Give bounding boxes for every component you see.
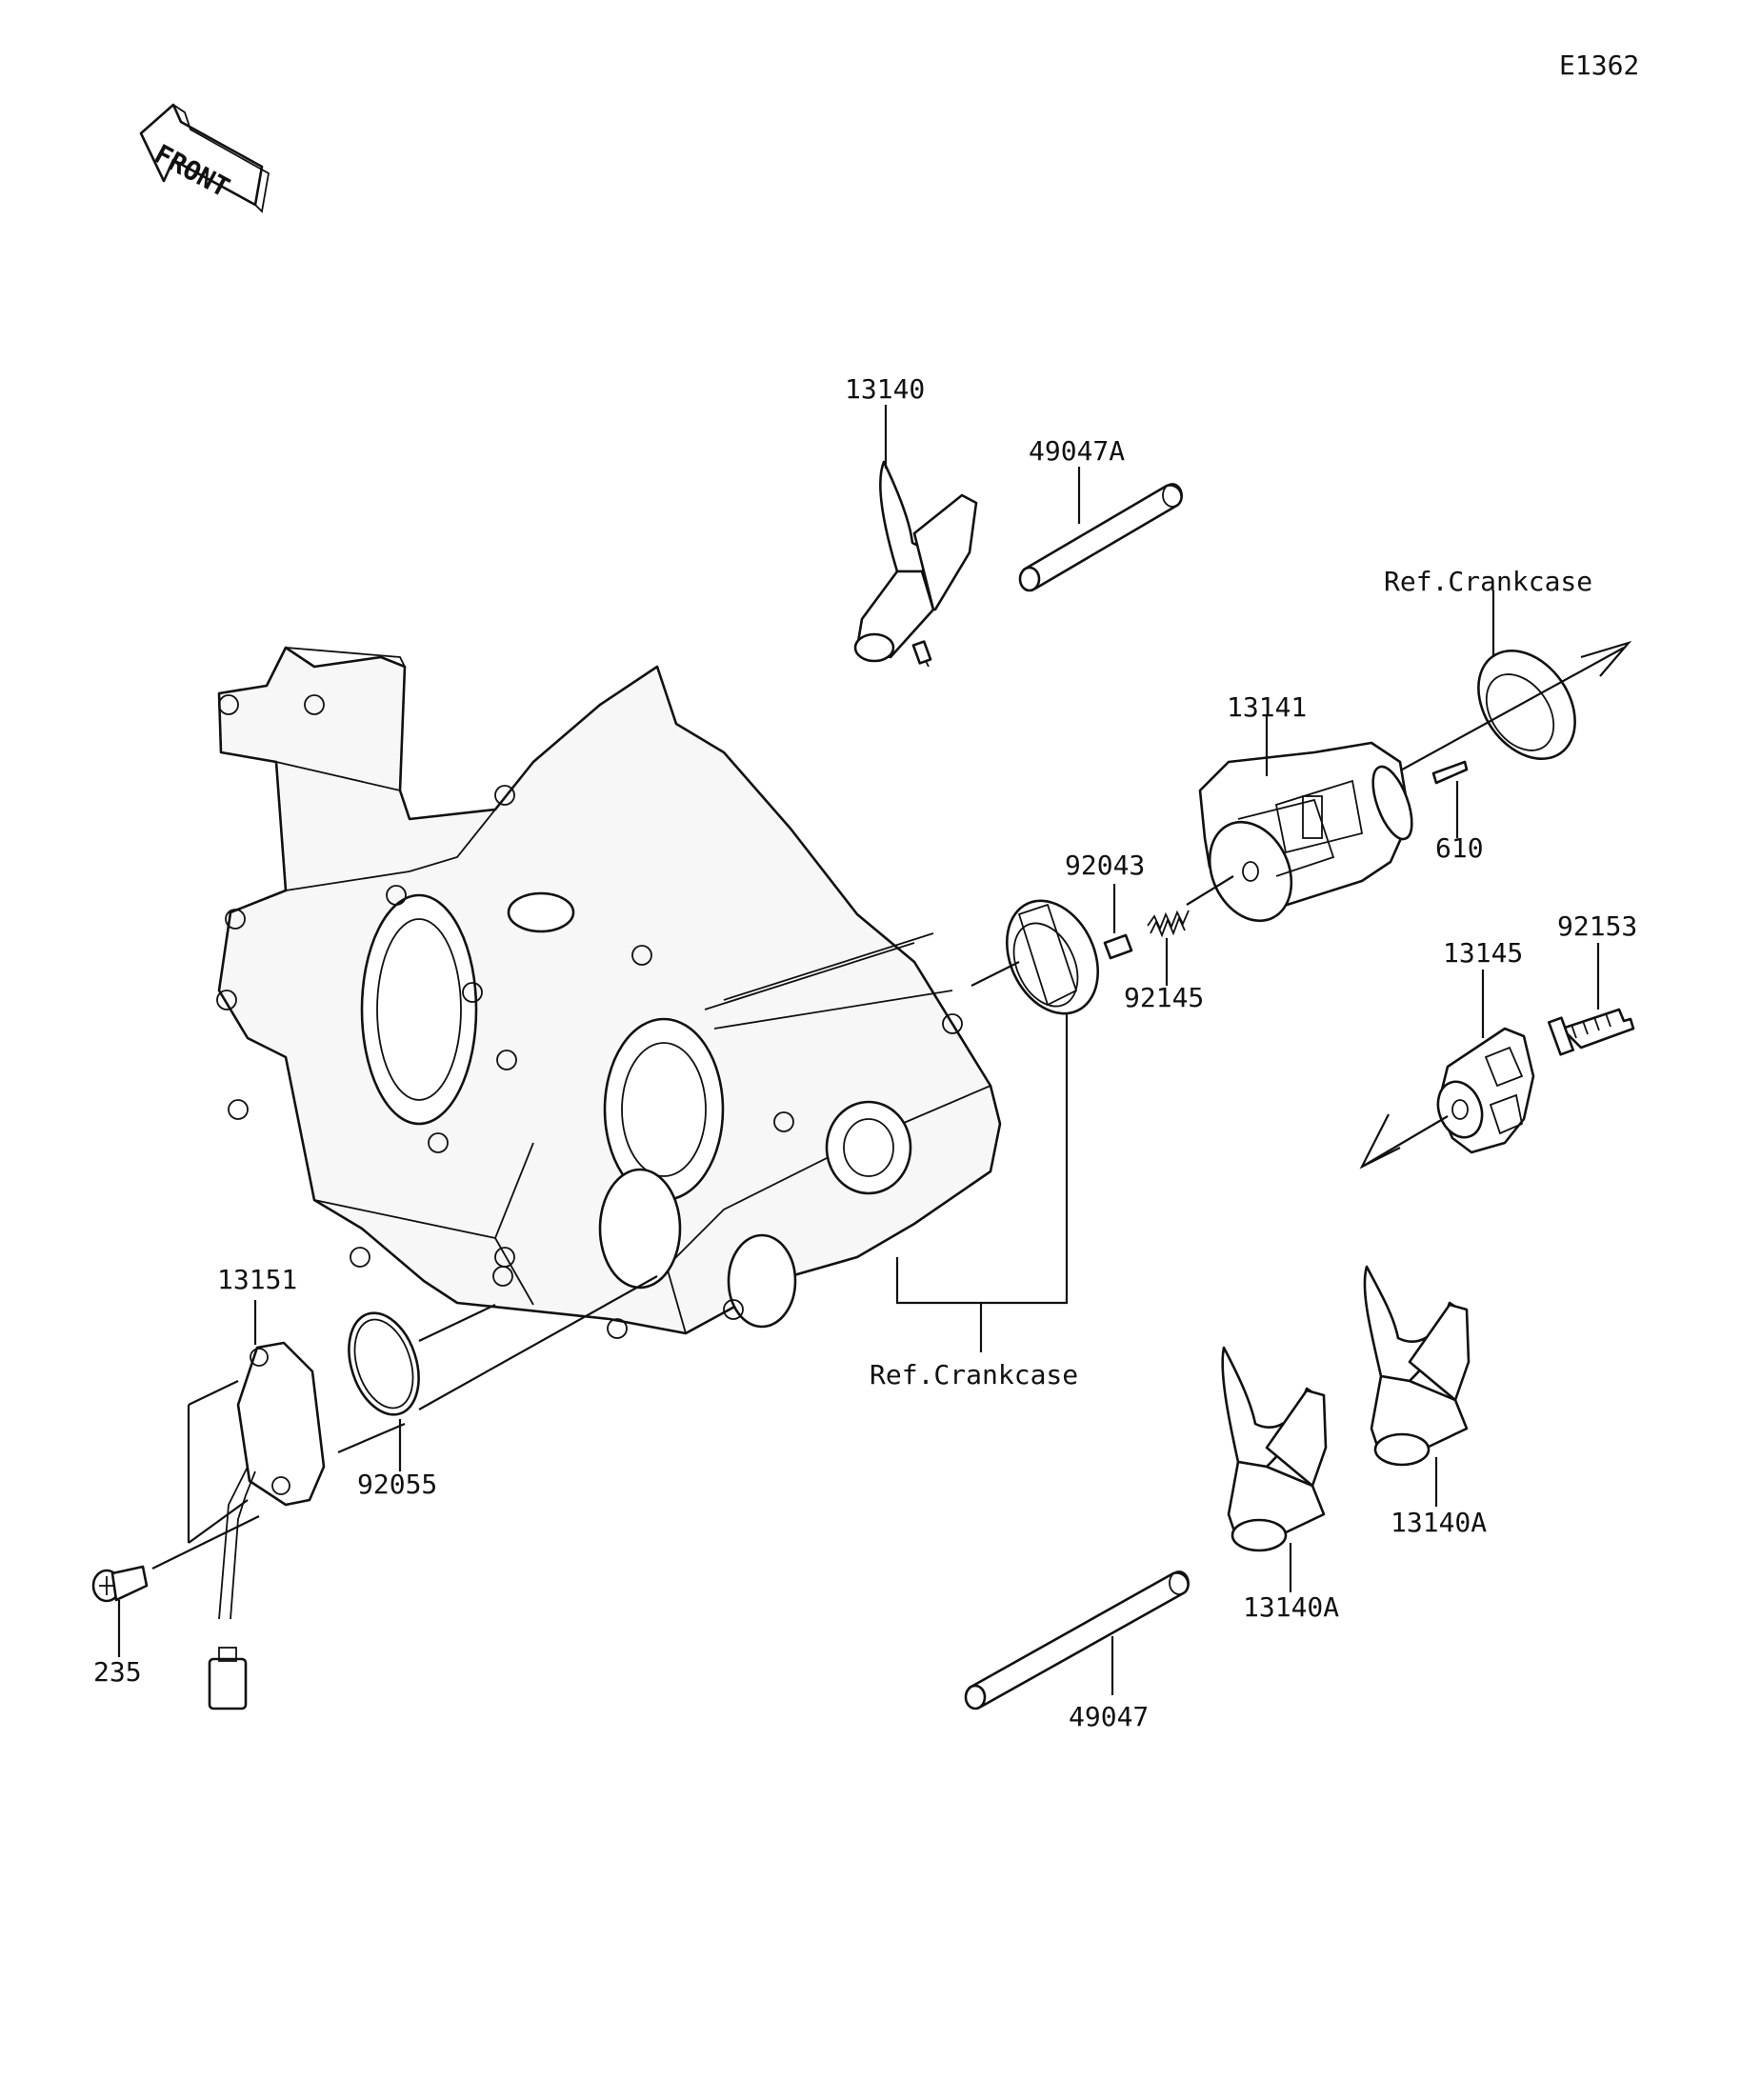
label-ref-crankcase-top: Ref.Crankcase xyxy=(1384,566,1592,597)
shift-rod-49047 xyxy=(964,1570,1190,1710)
o-ring-92055 xyxy=(348,1311,420,1416)
diagram-id: E1362 xyxy=(1559,50,1639,81)
bearing-top-right xyxy=(1477,649,1576,761)
shift-rod-49047A xyxy=(1018,483,1183,592)
shift-fork-13140A-left xyxy=(1221,1346,1328,1552)
label-13141: 13141 xyxy=(1227,691,1307,723)
label-ref-crankcase-bottom: Ref.Crankcase xyxy=(870,1359,1078,1390)
label-49047A: 49047A xyxy=(1029,435,1125,467)
label-49047: 49047 xyxy=(1069,1701,1149,1732)
label-13140A-right: 13140A xyxy=(1391,1507,1487,1538)
shift-drum-13141 xyxy=(1198,741,1413,923)
label-610: 610 xyxy=(1435,832,1484,864)
label-13145: 13145 xyxy=(1443,937,1523,969)
label-13151: 13151 xyxy=(217,1264,297,1295)
pin-92043 xyxy=(1103,933,1133,960)
front-arrow-icon: FRONT xyxy=(139,103,270,213)
crankcase-illustration xyxy=(216,646,1002,1339)
label-92153: 92153 xyxy=(1557,910,1637,942)
shift-cam-13145 xyxy=(1436,1027,1535,1154)
label-92043: 92043 xyxy=(1065,850,1145,881)
shift-fork-13140A-right xyxy=(1363,1265,1471,1467)
label-92055: 92055 xyxy=(357,1469,437,1500)
screw-235 xyxy=(91,1565,149,1603)
gear-position-sensor-13151 xyxy=(208,1341,326,1710)
spring-92145 xyxy=(1147,910,1190,938)
bearing-middle xyxy=(1005,899,1100,1015)
label-92145: 92145 xyxy=(1124,982,1204,1013)
label-13140A-left: 13140A xyxy=(1243,1591,1339,1623)
pin-610 xyxy=(1431,760,1469,785)
shift-fork-13140 xyxy=(853,460,978,668)
label-235: 235 xyxy=(93,1656,142,1688)
bolt-92153 xyxy=(1547,1008,1635,1056)
label-13140: 13140 xyxy=(845,373,925,405)
